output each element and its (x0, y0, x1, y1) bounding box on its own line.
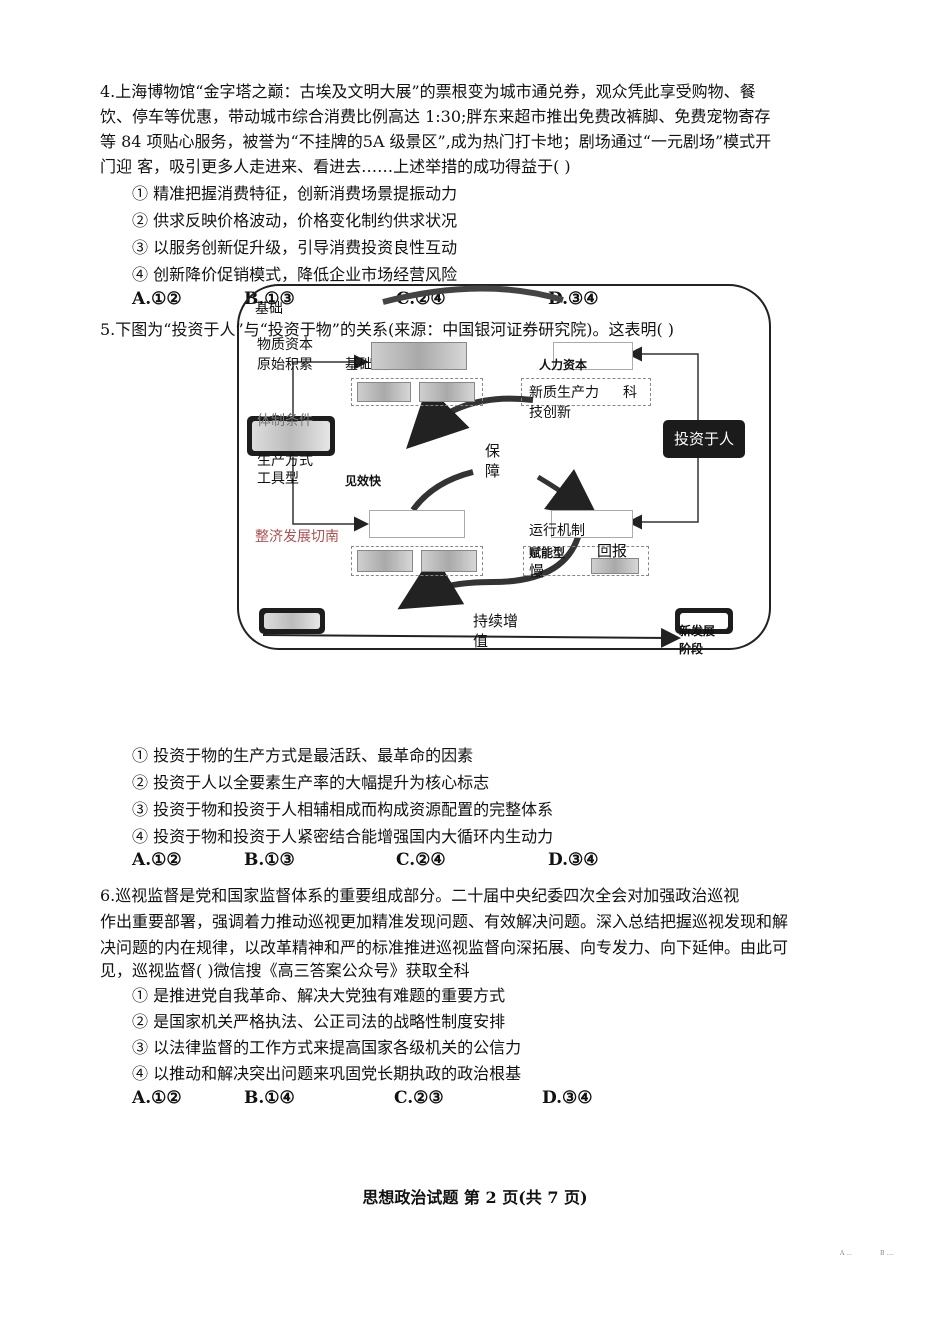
label-return: 回报 (597, 542, 628, 560)
label-slow: 慢 (529, 562, 545, 580)
connector-line (627, 346, 699, 442)
new-dev-box (675, 608, 733, 634)
page-footer: 思想政治试题 第 2 页(共 7 页) (362, 1188, 588, 1207)
operation-mech-box (551, 510, 633, 538)
q6-stem-line: 作出重要部署，强调着力推动巡视更加精准发现问题、有效解决问题。深入总结把握巡视发… (100, 912, 789, 931)
q4-stem-line: 门迎 客，吸引更多人走进来、看进去……上述举措的成功得益于( ) (100, 157, 571, 176)
upper-curve-arrow (406, 385, 534, 449)
label-quick-effect: 见效快 (345, 474, 382, 488)
blurred-box (371, 342, 467, 370)
q5-option-4: ④ 投资于物和投资于人紧密结合能增强国内大循环内生动力 (132, 827, 554, 846)
cycle-arrows (262, 285, 699, 648)
q6-choice-c: C.②③ (394, 1088, 444, 1108)
lower-left-curve (410, 469, 474, 512)
q6-option-3: ③ 以法律监督的工作方式来提高国家各级机关的公信力 (132, 1038, 522, 1057)
label-base: 基础 (255, 301, 283, 317)
connector-line (627, 457, 699, 530)
label-new-dev-1: 新发展 (679, 624, 716, 638)
blurred-box (421, 550, 477, 572)
dashed-group (521, 378, 651, 406)
dashed-group (351, 378, 483, 406)
tiny-mark-right: B .... (880, 1250, 894, 1257)
connector-line (292, 457, 369, 532)
blurred-box (357, 382, 411, 402)
q5-choices: A.①② B.①③ C.②④ D.③④ (132, 850, 692, 876)
q6-option-1: ① 是推进党自我革命、解决大党独有难题的重要方式 (132, 986, 506, 1005)
q6-choice-a: A.①② (132, 1088, 182, 1108)
label-operation-mech: 运行机制 (529, 523, 585, 539)
timeline-start-box (259, 608, 325, 634)
label-human-capital: 人力资本 (539, 358, 588, 372)
q6-option-2: ② 是国家机关严格执法、公正司法的战略性制度安排 (132, 1012, 506, 1031)
label-tool-type: 工具型 (257, 471, 299, 487)
q6-stem-line: 6.巡视监督是党和国家监督体系的重要组成部分。二十届中央纪委四次全会对加强政治巡… (100, 886, 740, 905)
q4-choice-a: A.①② (132, 289, 182, 309)
q4-option-1: ① 精准把握消费特征，创新消费场景提振动力 (132, 184, 458, 203)
label-sustained-1: 持续增 (473, 612, 519, 630)
invest-people-box: 投资于人 (663, 420, 745, 458)
q6-choice-b: B.①④ (244, 1088, 295, 1108)
diagram-frame (237, 284, 771, 650)
label-material-capital: 物质资本 (257, 337, 313, 353)
blurred-box (419, 382, 475, 402)
blurred-box (369, 510, 465, 538)
label-science: 科 (623, 385, 637, 401)
timeline-arrow (262, 627, 681, 648)
q5-choice-a: A.①② (132, 850, 182, 870)
top-arc (382, 285, 564, 305)
human-capital-box (553, 342, 633, 370)
label-guarantee-2: 障 (485, 462, 501, 480)
bottom-curve-arrow (397, 535, 581, 610)
q5-choice-b: B.①③ (244, 850, 295, 870)
label-production-mode: 生产方式 (257, 453, 313, 469)
q5-option-3: ③ 投资于物和投资于人相辅相成而构成资源配置的完整体系 (132, 800, 554, 819)
label-tech-innovation: 技创新 (529, 405, 571, 421)
q4-stem-line: 4.上海博物馆“金字塔之巅：古埃及文明大展”的票根变为城市通兑券，观众凭此享受购… (100, 82, 756, 101)
blurred-box (591, 558, 639, 574)
q4-choice-d: D.③④ (548, 289, 599, 309)
tiny-mark-left: A ... (840, 1250, 852, 1257)
invest-diagram: 基础 物质资本 原始积累 基础设施 人力资本 新质生产力 科 技创新 体制条件 … (233, 282, 778, 656)
q6-option-4: ④ 以推动和解决突出问题来巩固党长期执政的政治根基 (132, 1064, 522, 1083)
connector-line (292, 354, 369, 422)
q6-stem-line: 决问题的内在规律，以改革精神和严的标准推进巡视监督向深拓展、向专发力、向下延伸。… (100, 938, 789, 957)
q6-choices: A.①② B.①④ C.②③ D.③④ (132, 1088, 692, 1114)
label-new-productivity: 新质生产力 (529, 385, 599, 401)
label-sustained-2: 值 (473, 632, 489, 650)
q6-choice-d: D.③④ (542, 1088, 593, 1108)
label-empower-type: 赋能型 (529, 546, 566, 560)
q5-choice-c: C.②④ (396, 850, 446, 870)
label-primitive-accum: 原始积累 (257, 357, 313, 373)
q4-option-4: ④ 创新降价促销模式，降低企业市场经营风险 (132, 265, 458, 284)
q5-option-2: ② 投资于人以全要素生产率的大幅提升为核心标志 (132, 773, 490, 792)
q5-choice-d: D.③④ (548, 850, 599, 870)
q5-stem: 5.下图为“投资于人”与“投资于物”的关系(来源：中国银河证券研究院)。这表明(… (100, 320, 675, 339)
label-system-conditions: 体制条件 (257, 413, 313, 429)
label-econ-guide: 整济发展切南 (255, 529, 339, 545)
label-guarantee-1: 保 (485, 442, 501, 460)
q4-option-2: ② 供求反映价格波动，价格变化制约供求状况 (132, 211, 458, 230)
q4-stem-line: 等 84 项贴心服务，被誉为“不挂牌的5A 级景区”,成为热门打卡地；剧场通过“… (100, 132, 772, 151)
dashed-group (523, 546, 649, 576)
q4-stem-line: 饮、停车等优惠，带动城市综合消费比例高达 1:30;胖东来超市推出免费改裤脚、免… (100, 107, 771, 126)
right-curve-arrow (536, 469, 600, 519)
label-new-dev-2: 阶段 (679, 642, 704, 656)
q5-option-1: ① 投资于物的生产方式是最活跃、最革命的因素 (132, 746, 474, 765)
blurred-box (357, 550, 413, 572)
dashed-group (351, 546, 483, 576)
q6-stem-line: 见，巡视监督( )微信搜《高三答案公众号》获取全科 (100, 961, 470, 980)
q4-option-3: ③ 以服务创新促升级，引导消费投资良性互动 (132, 238, 458, 257)
system-conditions-box (247, 416, 335, 456)
